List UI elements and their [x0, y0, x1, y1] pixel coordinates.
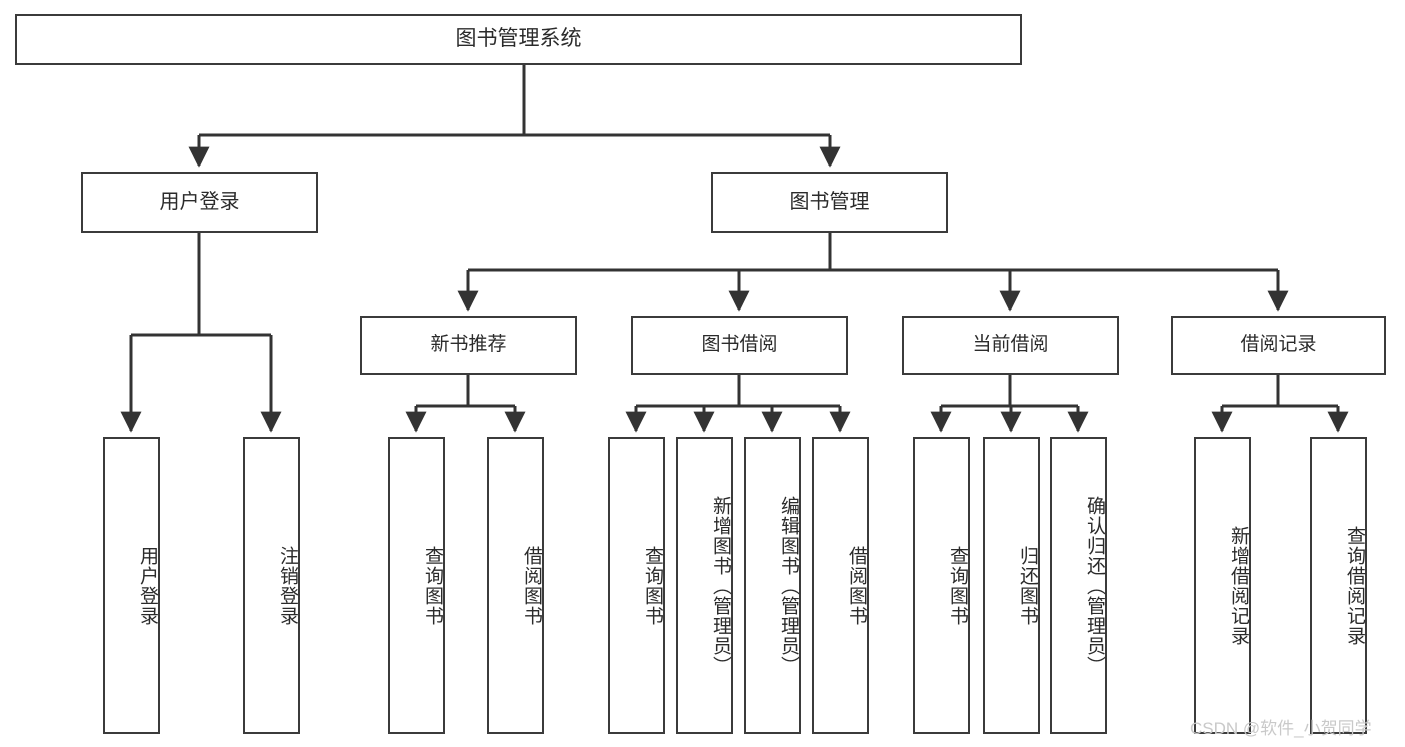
- csdn-watermark: CSDN @软件_小贺同学: [1190, 719, 1372, 738]
- leaf-borrow-add-book[interactable]: 新增图书（管理员）: [676, 437, 733, 734]
- node-label: 新增借阅记录: [1228, 525, 1249, 646]
- node-root-system[interactable]: 图书管理系统: [15, 14, 1022, 65]
- leaf-record-search-record[interactable]: 查询借阅记录: [1310, 437, 1367, 734]
- node-label: 图书管理: [789, 190, 870, 213]
- leaf-borrow-borrow-book[interactable]: 借阅图书: [812, 437, 869, 734]
- node-label: 图书管理系统: [455, 27, 582, 51]
- node-label: 图书借阅: [701, 334, 778, 356]
- leaf-record-add-record[interactable]: 新增借阅记录: [1194, 437, 1251, 734]
- node-book-borrow[interactable]: 图书借阅: [631, 316, 848, 375]
- node-new-book-recommend[interactable]: 新书推荐: [360, 316, 577, 375]
- leaf-recommend-borrow-book[interactable]: 借阅图书: [487, 437, 544, 734]
- node-label: 归还图书: [1017, 545, 1038, 626]
- node-current-borrow[interactable]: 当前借阅: [902, 316, 1119, 375]
- node-label: 新增图书（管理员）: [710, 495, 731, 676]
- node-label: 查询图书: [642, 545, 663, 626]
- leaf-borrow-edit-book[interactable]: 编辑图书（管理员）: [744, 437, 801, 734]
- leaf-user-login[interactable]: 用户登录: [103, 437, 160, 734]
- node-label: 查询图书: [422, 545, 443, 626]
- node-borrow-record[interactable]: 借阅记录: [1171, 316, 1386, 375]
- node-label: 借阅图书: [846, 545, 867, 626]
- node-label: 编辑图书（管理员）: [778, 495, 799, 676]
- leaf-current-search-book[interactable]: 查询图书: [913, 437, 970, 734]
- node-label: 确认归还（管理员）: [1084, 495, 1105, 676]
- node-label: 用户登录: [137, 545, 158, 626]
- node-label: 查询图书: [947, 545, 968, 626]
- node-label: 当前借阅: [972, 334, 1049, 356]
- node-label: 新书推荐: [430, 334, 507, 356]
- node-label: 借阅记录: [1240, 334, 1317, 356]
- node-user-login[interactable]: 用户登录: [81, 172, 318, 233]
- node-label: 查询借阅记录: [1344, 525, 1365, 646]
- node-book-management[interactable]: 图书管理: [711, 172, 948, 233]
- leaf-borrow-search-book[interactable]: 查询图书: [608, 437, 665, 734]
- node-label: 注销登录: [277, 545, 298, 626]
- leaf-current-confirm-return[interactable]: 确认归还（管理员）: [1050, 437, 1107, 734]
- node-label: 借阅图书: [521, 545, 542, 626]
- leaf-user-logout[interactable]: 注销登录: [243, 437, 300, 734]
- leaf-recommend-search-book[interactable]: 查询图书: [388, 437, 445, 734]
- leaf-current-return-book[interactable]: 归还图书: [983, 437, 1040, 734]
- node-label: 用户登录: [159, 190, 240, 213]
